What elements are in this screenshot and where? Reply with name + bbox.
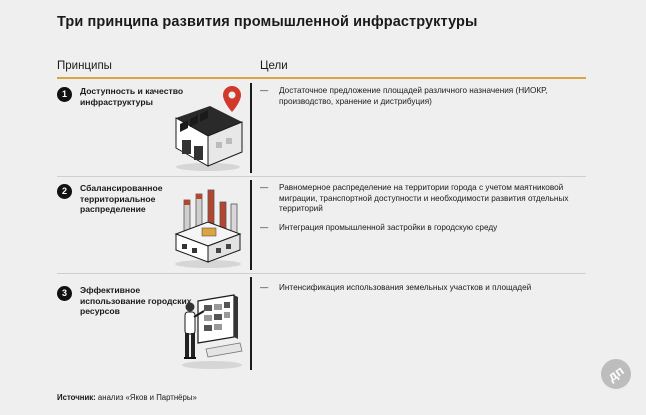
source-text: анализ «Яков и Партнёры» xyxy=(95,393,197,402)
header-divider xyxy=(57,77,586,79)
column-divider xyxy=(250,277,252,370)
goal-dash: — xyxy=(260,283,269,292)
page-title: Три принципа развития промышленной инфра… xyxy=(57,14,478,30)
goals-header: Цели xyxy=(260,60,288,72)
goal-item: — Интенсификация использования земельных… xyxy=(260,283,590,294)
column-divider xyxy=(250,83,252,173)
goal-dash: — xyxy=(260,223,269,232)
goal-dash: — xyxy=(260,86,269,95)
principle-label: Доступность и качество инфраструктуры xyxy=(80,86,184,107)
source-note: Источник: анализ «Яков и Партнёры» xyxy=(57,393,197,402)
goal-dash: — xyxy=(260,183,269,192)
factory-with-location-pin-icon xyxy=(175,86,243,171)
row-divider xyxy=(57,273,586,274)
goal-text: Интенсификация использования земельных у… xyxy=(279,283,532,292)
principle-label: Эффективное использование городских ресу… xyxy=(80,285,192,316)
goal-item: — Равномерное распределение на территори… xyxy=(260,183,590,215)
principle-number: 2 xyxy=(57,184,72,199)
source-label: Источник: xyxy=(57,393,96,402)
row-divider xyxy=(57,176,586,177)
brand-logo-icon: дп xyxy=(595,353,637,395)
principle-number: 1 xyxy=(57,87,72,102)
column-divider xyxy=(250,180,252,270)
principle-number: 3 xyxy=(57,286,72,301)
goal-text: Равномерное распределение на территории … xyxy=(279,183,569,213)
goal-text: Достаточное предложение площадей различн… xyxy=(279,86,548,106)
goal-text: Интеграция промышленной застройки в горо… xyxy=(279,223,498,232)
goal-item: — Интеграция промышленной застройки в го… xyxy=(260,223,590,234)
principle-label: Сбалансированное территориальное распред… xyxy=(80,183,163,214)
goal-item: — Достаточное предложение площадей разли… xyxy=(260,86,590,107)
person-at-board-icon xyxy=(182,294,243,369)
principles-header: Принципы xyxy=(57,60,112,72)
factory-with-chimneys-icon xyxy=(174,189,242,268)
